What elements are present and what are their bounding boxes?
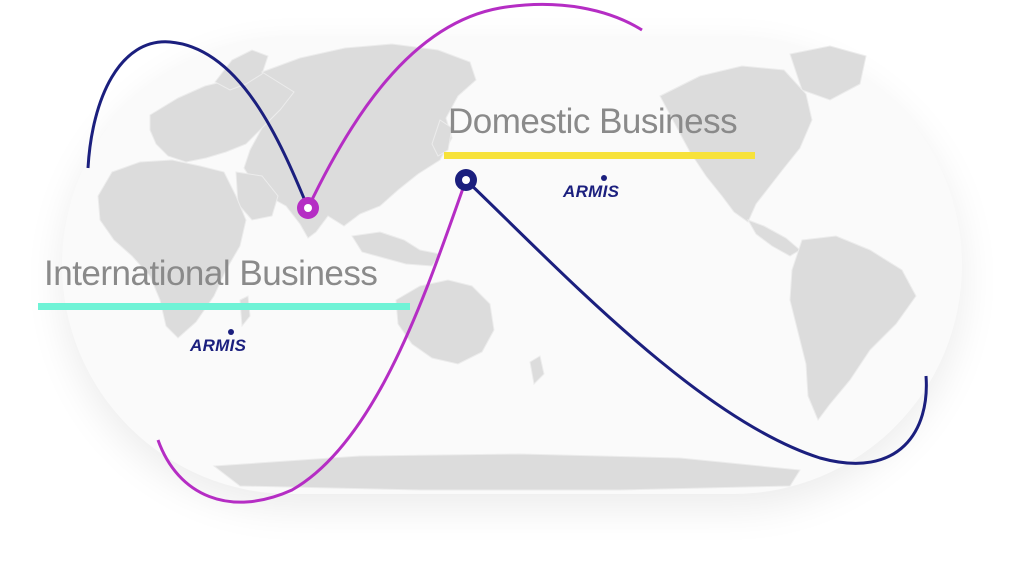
magenta-route-north [306, 2, 643, 209]
navy-route-west [86, 40, 310, 209]
land-north-america [659, 65, 813, 223]
land-scandinavia [214, 49, 269, 91]
navy-route-east [464, 178, 928, 465]
international-business-title: International Business [44, 254, 378, 293]
world-map [97, 43, 917, 491]
armis-logo-dot [601, 175, 607, 181]
international-business-underline [38, 303, 410, 310]
armis-logo-text: ARMIS [190, 336, 247, 355]
land-asia [243, 43, 477, 239]
land-madagascar [239, 295, 251, 328]
land-africa [97, 159, 247, 339]
domestic-business-title: Domestic Business [448, 102, 738, 141]
land-south-america [789, 235, 917, 421]
land-central-america [746, 219, 801, 257]
land-australia [395, 279, 495, 365]
domestic-business-underline [444, 152, 755, 159]
land-japan [431, 119, 453, 157]
india-marker [297, 197, 319, 219]
armis-logo-international: ARMIS [190, 329, 262, 355]
armis-logo-domestic: ARMIS [563, 175, 635, 201]
korea-marker [455, 169, 477, 191]
magenta-route-south [156, 179, 468, 504]
land-new-zealand [529, 355, 545, 386]
armis-logo-text: ARMIS [563, 182, 620, 201]
armis-logo-dot [228, 329, 234, 335]
land-antarctica [212, 453, 801, 491]
